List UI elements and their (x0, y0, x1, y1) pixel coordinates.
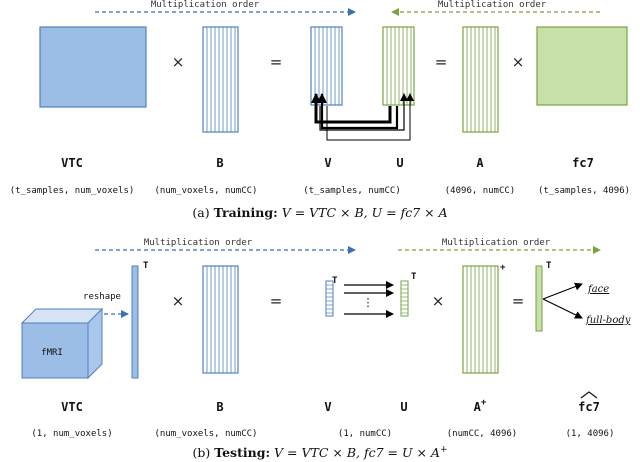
training-op-equals-1: = (270, 53, 283, 71)
training-label-u: U (396, 156, 403, 170)
output-full-body: full-body (585, 315, 631, 326)
training-label-v: V (324, 156, 331, 170)
training-dim-fc7: (t_samples, 4096) (538, 186, 630, 196)
testing-u-vector (400, 280, 409, 317)
training-dim-b: (num_voxels, numCC) (155, 186, 258, 196)
training-order-label-blue: Multiplication order (151, 0, 260, 10)
testing-op-equals-2: = (512, 292, 525, 310)
training-correlation-arrows (311, 93, 414, 141)
training-caption-formula: V = VTC × B, U = fc7 × A (282, 205, 448, 220)
testing-fc7-vector (535, 265, 543, 332)
testing-label-u: U (400, 400, 407, 414)
testing-label-a-sup: + (481, 398, 487, 408)
training-panel: Multiplication order Multiplication orde… (10, 0, 630, 220)
testing-dim-vtc: (1, num_voxels) (31, 429, 112, 439)
training-fc7-matrix (536, 26, 628, 106)
testing-v-vector (325, 280, 334, 317)
testing-label-vtc: VTC (61, 400, 83, 414)
training-op-equals-2: = (435, 53, 448, 71)
testing-mapping-arrows (344, 281, 394, 318)
testing-caption-prefix: (b) (192, 445, 210, 460)
training-caption: (a) Training: V = VTC × B, U = fc7 × A (192, 205, 447, 220)
testing-label-b: B (216, 400, 223, 414)
testing-caption-bold: Testing: (214, 445, 270, 460)
testing-label-v: V (324, 400, 331, 414)
training-caption-prefix: (a) (192, 205, 209, 220)
training-label-a: A (476, 156, 484, 170)
testing-order-label-green: Multiplication order (442, 238, 551, 248)
training-op-times-2: × (512, 53, 525, 71)
testing-vtc-transpose: T (143, 261, 149, 271)
testing-fc7-transpose: T (546, 261, 552, 271)
testing-dim-a-plus: (numCC, 4096) (447, 429, 517, 439)
training-label-vtc: VTC (61, 156, 83, 170)
fmri-label: fMRI (41, 348, 63, 358)
testing-a-plus-matrix (462, 265, 499, 374)
testing-label-fc7: fc7 (578, 400, 600, 414)
testing-op-times-1: × (172, 292, 185, 310)
testing-vtc-vector (131, 265, 139, 379)
training-v-matrix (310, 26, 343, 106)
training-op-times-1: × (172, 53, 185, 71)
testing-dim-b: (num_voxels, numCC) (155, 429, 258, 439)
testing-label-a-plus: A+ (474, 398, 487, 414)
testing-label-fc7-hat: fc7 (578, 391, 600, 414)
fmri-cube (20, 307, 104, 380)
testing-op-times-2: × (432, 292, 445, 310)
testing-caption-sup: + (440, 445, 448, 455)
testing-ellipsis: ⋮ (363, 296, 374, 309)
training-u-matrix (382, 26, 415, 106)
testing-caption-formula: V = VTC × B, fc7 = U × A (274, 445, 440, 460)
testing-dim-vu: (1, numCC) (338, 429, 392, 439)
training-label-b: B (216, 156, 223, 170)
testing-caption: (b) Testing: V = VTC × B, fc7 = U × A+ (192, 445, 447, 460)
training-label-fc7: fc7 (572, 156, 594, 170)
testing-op-equals-1: = (270, 292, 283, 310)
testing-b-matrix (202, 265, 239, 374)
training-dim-vu: (t_samples, numCC) (303, 186, 401, 196)
testing-output-arrows (542, 282, 583, 319)
reshape-label: reshape (83, 292, 121, 302)
testing-v-transpose: T (332, 276, 338, 286)
training-vtc-matrix (39, 26, 147, 108)
training-a-matrix (462, 26, 499, 133)
training-b-matrix (202, 26, 239, 133)
testing-label-a-text: A (474, 400, 482, 414)
testing-a-plus-sup: + (500, 263, 506, 273)
testing-dim-fc7: (1, 4096) (566, 429, 615, 439)
testing-panel: Multiplication order Multiplication orde… (20, 238, 631, 460)
training-dim-vtc: (t_samples, num_voxels) (10, 186, 135, 196)
output-face: face (587, 284, 609, 295)
testing-order-label-blue: Multiplication order (144, 238, 253, 248)
testing-u-transpose: T (411, 272, 417, 282)
training-order-label-green: Multiplication order (438, 0, 547, 10)
training-dim-a: (4096, numCC) (445, 186, 515, 196)
training-caption-bold: Training: (214, 205, 278, 220)
